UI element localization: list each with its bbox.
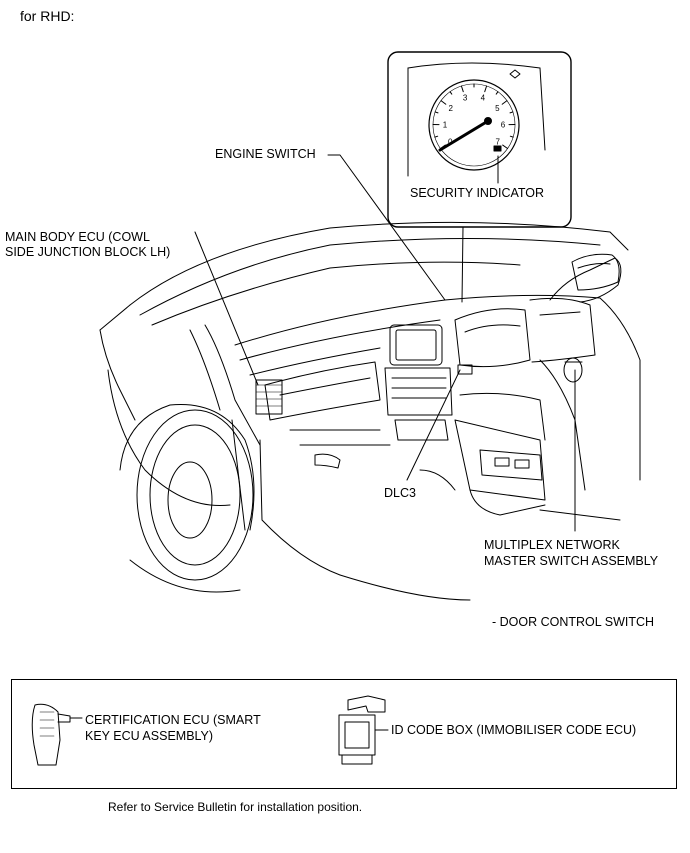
engine-switch-label: ENGINE SWITCH	[215, 147, 316, 161]
leader-lines	[194, 154, 576, 532]
gauge-numeral: 6	[501, 121, 506, 130]
id-code-box-label: ID CODE BOX (IMMOBILISER CODE ECU)	[391, 723, 637, 737]
gauge-tick	[495, 91, 499, 95]
gauge-numeral: 7	[496, 138, 501, 147]
gauge-numeral: 5	[495, 104, 500, 113]
footer-note: Refer to Service Bulletin for installati…	[108, 800, 363, 814]
certification-ecu-label-line1: CERTIFICATION ECU (SMART	[85, 713, 261, 727]
gauge-tick	[434, 135, 439, 138]
main-body-ecu-label-line2: SIDE JUNCTION BLOCK LH)	[5, 245, 171, 259]
gauge-tick	[501, 100, 508, 105]
main-body-ecu-part	[255, 379, 283, 415]
security-indicator-lamp-icon	[493, 145, 502, 152]
gauge-tick	[449, 91, 453, 95]
gauge-tick	[509, 111, 514, 114]
dlc3-connector	[457, 364, 473, 375]
gauge-tick	[502, 144, 509, 150]
gauge-tick	[434, 111, 439, 114]
multiplex-switch-label-line1: MULTIPLEX NETWORK	[484, 538, 620, 552]
diagram-header: for RHD:	[20, 8, 75, 24]
multiplex-switch-label-line2: MASTER SWITCH ASSEMBLY	[484, 554, 659, 568]
id-code-box-icon	[338, 695, 389, 765]
gauge-numeral: 2	[448, 104, 453, 113]
component-legend-box	[11, 679, 677, 789]
gauge-numeral: 3	[463, 93, 468, 102]
gauge-numeral: 1	[443, 121, 448, 130]
certification-ecu-icon	[31, 703, 83, 766]
car-body-outline	[99, 221, 641, 601]
security-indicator-label: SECURITY INDICATOR	[410, 186, 545, 200]
gauge-tick	[460, 85, 464, 93]
gauge-tick	[440, 100, 447, 105]
certification-ecu-label-line2: KEY ECU ASSEMBLY)	[85, 729, 214, 743]
main-body-ecu-label-line1: MAIN BODY ECU (COWL	[5, 230, 150, 244]
gauge-numeral: 4	[481, 93, 486, 102]
gauge-tick	[484, 85, 488, 93]
dlc3-label: DLC3	[384, 486, 416, 500]
gauge-tick	[509, 135, 514, 138]
door-control-switch-label: - DOOR CONTROL SWITCH	[492, 615, 655, 629]
